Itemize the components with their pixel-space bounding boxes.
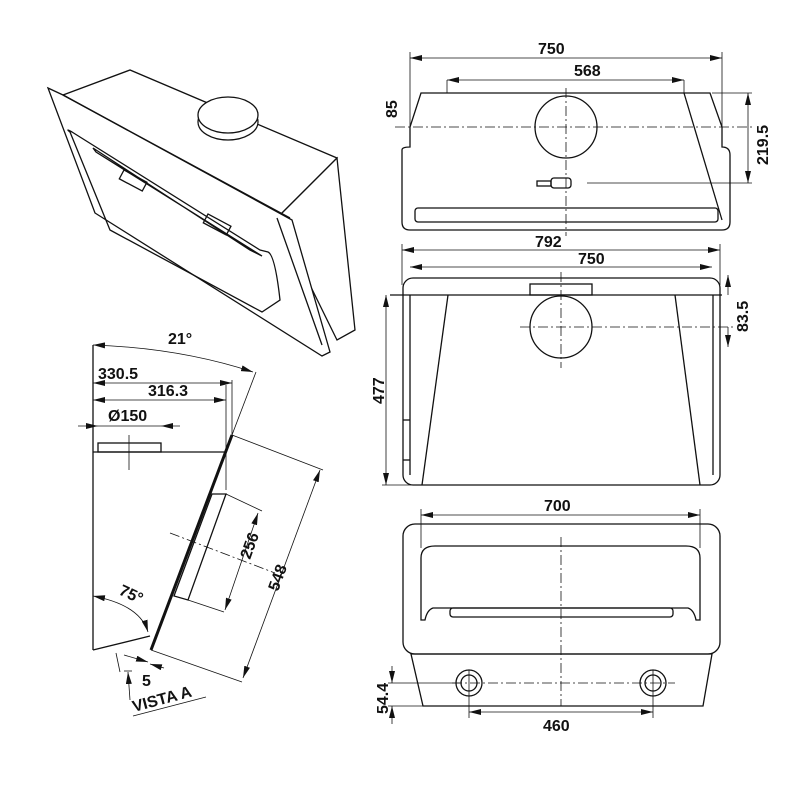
front-duct-offset-label: 83.5 [735, 301, 752, 332]
duct-collar-top [197, 96, 259, 134]
extension-line [231, 434, 324, 471]
angle-top-label: 21° [168, 331, 192, 348]
duct-outlet [97, 442, 162, 453]
extension-line [187, 599, 225, 613]
bottom-bar [449, 607, 674, 618]
view-label: VISTA A [131, 684, 195, 716]
hood-window [67, 129, 281, 313]
view-arrow-icon [125, 671, 132, 701]
overall-width-label: 792 [535, 234, 562, 251]
depth-inner-label: 316.3 [148, 383, 188, 400]
socket-offset-label: 219.5 [755, 125, 772, 165]
hole-offset-label: 54.4 [375, 683, 392, 714]
top-body [401, 92, 731, 231]
bottom-body [402, 523, 721, 655]
body-width-label: 750 [578, 251, 605, 268]
top-width-label: 750 [538, 41, 565, 58]
extension-line [150, 649, 243, 683]
duct-span-label: 568 [574, 63, 601, 80]
glass-height-label: 548 [266, 562, 291, 593]
view-label-underline [132, 696, 207, 717]
inner-width-label: 700 [544, 498, 571, 515]
duct-diameter-label: Ø150 [108, 408, 147, 425]
front-right-slope [674, 294, 701, 486]
extension-line [231, 371, 257, 436]
top-front-bar [414, 207, 719, 223]
angle-top-arc [92, 342, 254, 373]
top-slope-edge [683, 92, 723, 221]
top-view: 750 568 219.5 85 [384, 41, 772, 236]
depth-outer-label: 330.5 [98, 366, 138, 383]
side-bottom-edge [92, 635, 151, 651]
duct-offset-label: 85 [384, 100, 401, 118]
side-view: 21° 330.5 316.3 Ø150 256 548 75° 5 VISTA… [78, 331, 324, 717]
control-button [118, 169, 148, 192]
power-socket-icon [550, 177, 572, 189]
side-front-edge [276, 217, 323, 346]
glass-offset-dimension [149, 663, 165, 671]
control-button [202, 213, 232, 236]
bottom-rear-panel [410, 653, 713, 707]
hole-spacing-label: 460 [543, 718, 570, 735]
power-cable-icon [536, 180, 552, 187]
front-view: 792 750 477 83.5 [371, 234, 752, 486]
front-left-slope [421, 294, 449, 486]
glass-front [149, 434, 234, 651]
glass-height-dimension [242, 469, 321, 679]
hood-side-face [276, 156, 356, 341]
top-front-edge [62, 94, 291, 219]
bottom-view: 700 54.4 460 [375, 498, 721, 735]
extension-line [115, 652, 121, 673]
bottom-opening [420, 545, 701, 621]
control-height-label: 256 [238, 530, 263, 561]
control-panel [173, 493, 227, 601]
control-strip [92, 147, 263, 257]
glass-offset-label: 5 [142, 673, 151, 690]
front-height-label: 477 [371, 377, 388, 404]
glass-offset-dimension [123, 654, 149, 663]
isometric-view [46, 69, 356, 357]
front-body [402, 277, 721, 486]
angle-bottom-arc [92, 595, 149, 633]
extension-line [225, 493, 263, 512]
